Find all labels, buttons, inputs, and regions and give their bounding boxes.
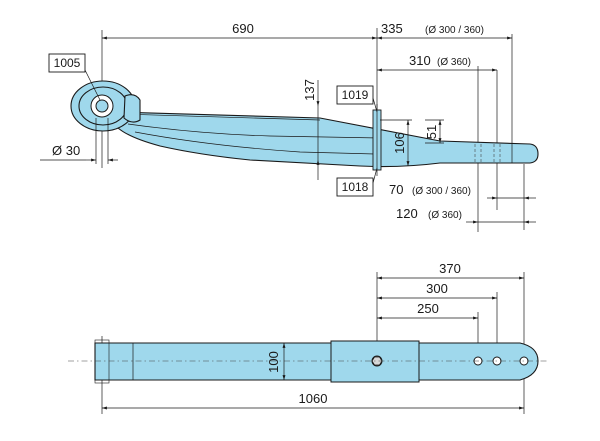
dim-label-120: 120 <box>396 206 418 221</box>
dim-label-690: 690 <box>232 21 254 36</box>
ref-leader-1005 <box>84 69 101 101</box>
ref-label-1019: 1019 <box>342 88 369 102</box>
spring-plate-body <box>94 342 539 381</box>
dim-note-120: (Ø 360) <box>428 210 462 221</box>
dim-note-335: (Ø 300 / 360) <box>425 25 484 36</box>
dim-label-335: 335 <box>381 21 403 36</box>
ref-leader-1018 <box>372 167 378 184</box>
spring-leaf-body <box>115 111 539 168</box>
leaf-line-lower <box>134 131 376 155</box>
ref-box-1019 <box>336 85 374 105</box>
ref-box-1018 <box>336 177 374 197</box>
dim-label-51: 51 <box>424 125 439 139</box>
top-view: 370 300 250 100 1060 <box>68 261 548 414</box>
dim-label-106: 106 <box>392 132 407 154</box>
dim-label-eye-diameter: Ø 30 <box>52 143 80 158</box>
leaf-line-mid <box>127 123 381 139</box>
dim-label-250: 250 <box>417 301 439 316</box>
dim-label-100: 100 <box>266 351 281 373</box>
spring-eye-tail <box>123 94 141 123</box>
plate-eye-end <box>94 339 110 384</box>
dim-note-310: (Ø 360) <box>437 57 471 68</box>
side-view: 690 335 (Ø 300 / 360) 310 (Ø 360) <box>40 21 539 232</box>
ref-leader-1019 <box>372 97 378 113</box>
dim-label-70: 70 <box>389 182 403 197</box>
ref-box-1005 <box>48 53 86 73</box>
eye-bushing-inner <box>95 99 109 113</box>
dim-label-370: 370 <box>439 261 461 276</box>
leaf-line-upper <box>119 113 321 121</box>
ref-label-1018: 1018 <box>342 180 369 194</box>
dim-note-70: (Ø 300 / 360) <box>412 186 471 197</box>
dim-label-300: 300 <box>426 281 448 296</box>
ref-label-1005: 1005 <box>54 56 81 70</box>
dim-label-137: 137 <box>302 79 317 101</box>
dim-label-310: 310 <box>409 53 431 68</box>
dim-label-1060: 1060 <box>299 391 328 406</box>
